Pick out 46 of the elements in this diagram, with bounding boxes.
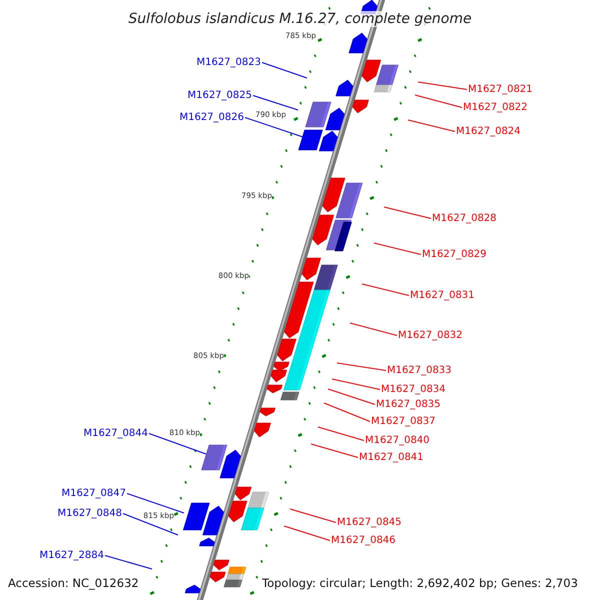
gene-label: M1627_0841 (359, 451, 424, 464)
gene-label: M1627_0835 (376, 398, 441, 411)
leader-line (408, 120, 456, 132)
leader-line (384, 206, 432, 219)
gene-label: M1627_0821 (468, 83, 533, 96)
leader-line (350, 322, 398, 336)
gene-label: M1627_0831 (410, 289, 475, 302)
gene-label: M1627_0837 (371, 415, 436, 428)
gene-label: M1627_0833 (387, 364, 452, 377)
leader-line (318, 426, 364, 441)
gene-label: M1627_0844 (83, 427, 148, 440)
gene-label: M1627_0848 (57, 507, 122, 520)
leader-line (418, 82, 468, 90)
leader-line (336, 362, 386, 371)
gene-label: M1627_0822 (463, 101, 528, 114)
leader-line (244, 117, 304, 138)
gene-label: M1627_0847 (61, 487, 126, 500)
leader-line (328, 388, 376, 405)
gene-label: M1627_0826 (179, 111, 244, 124)
leader-line (310, 444, 358, 458)
gene-label: M1627_0825 (187, 89, 252, 102)
leader-line (126, 493, 184, 514)
leader-line (332, 378, 380, 390)
leader-line (362, 284, 410, 296)
gene-label: M1627_0832 (398, 329, 463, 342)
gene-label: M1627_0824 (456, 125, 521, 138)
gene-label: M1627_0834 (381, 383, 446, 396)
leader-line (148, 433, 206, 454)
footer-note: Accession: NC_012632 (8, 576, 139, 590)
leader-line (262, 62, 308, 78)
gene-label: M1627_2884 (39, 549, 104, 562)
leader-line (414, 94, 462, 108)
leader-line (324, 402, 370, 422)
leader-line (290, 508, 336, 523)
gene-label: M1627_0846 (331, 534, 396, 547)
gene-label: M1627_0828 (432, 212, 497, 225)
leader-line (122, 513, 178, 536)
footer-note: Topology: circular; Length: 2,692,402 bp; Genes: 2,703 (262, 576, 578, 590)
gene-label: M1627_0829 (422, 248, 487, 261)
leader-line (284, 526, 330, 541)
leader-line (104, 555, 152, 570)
gene-label: M1627_0823 (196, 56, 261, 69)
gene-label: M1627_0845 (337, 516, 402, 529)
gene-label: M1627_0840 (365, 434, 430, 447)
leader-line (252, 95, 298, 110)
leader-line (374, 242, 422, 255)
